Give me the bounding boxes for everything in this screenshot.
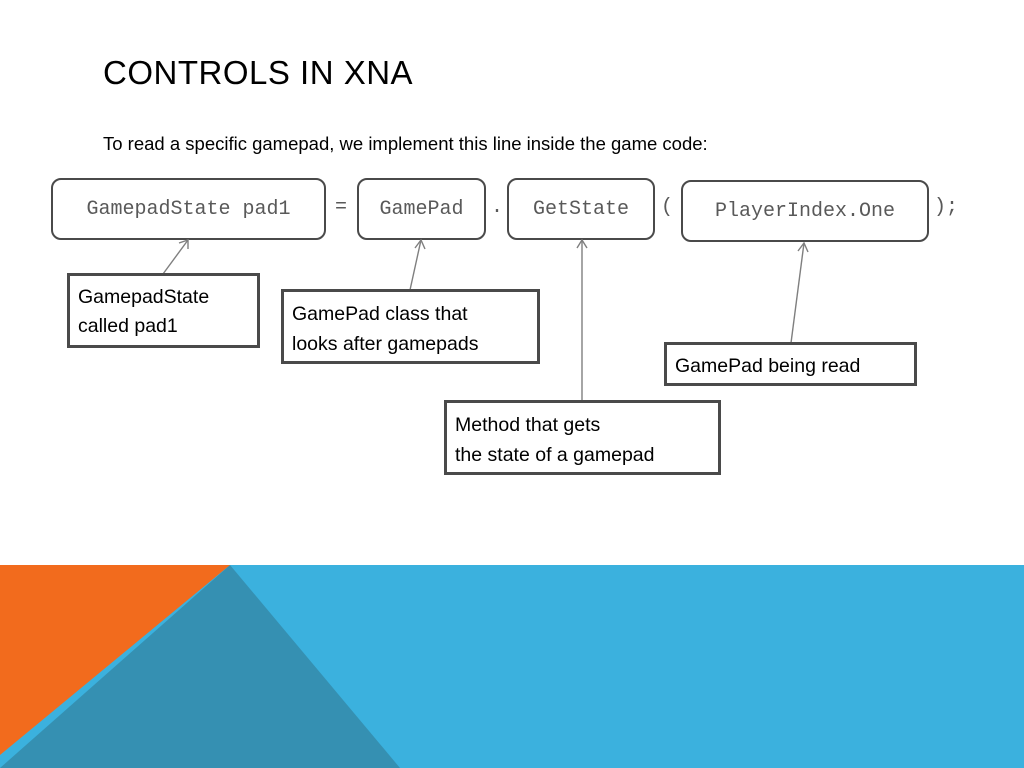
decorative-footer (0, 565, 1024, 768)
callout-class: GamePad class that looks after gamepads (281, 289, 540, 364)
arrowhead-declaration (178, 239, 189, 249)
callout-method-line2: the state of a gamepad (455, 444, 655, 466)
callout-method-line1: Method that gets (455, 414, 601, 436)
callout-method: Method that gets the state of a gamepad (444, 400, 721, 475)
callout-declaration: GamepadState called pad1 (67, 273, 260, 348)
slide-subtitle: To read a specific gamepad, we implement… (103, 133, 708, 154)
slide-title: CONTROLS IN XNA (103, 54, 414, 91)
code-argument-box: PlayerIndex.One (681, 180, 929, 242)
callout-argument: GamePad being read (664, 342, 917, 386)
code-open-paren: ( (661, 196, 674, 219)
arrow-class (409, 239, 422, 291)
code-equals: = (335, 196, 348, 219)
code-method-text: GetState (532, 197, 629, 221)
footer-orange-triangle (0, 565, 230, 755)
arrowhead-argument (797, 241, 809, 253)
code-class-box: GamePad (357, 178, 486, 240)
code-dot: . (491, 196, 504, 219)
arrow-declaration (162, 239, 189, 275)
arrowhead-class (414, 238, 426, 250)
code-method-box: GetState (507, 178, 655, 240)
callout-class-line1: GamePad class that (292, 303, 468, 325)
arrow-argument (790, 242, 805, 344)
callout-declaration-line1: GamepadState (78, 286, 210, 308)
callout-class-line2: looks after gamepads (292, 333, 479, 355)
callout-argument-line1: GamePad being read (675, 355, 861, 377)
code-declaration-text: GamepadState pad1 (86, 197, 291, 221)
code-class-text: GamePad (379, 197, 464, 221)
arrowhead-method (576, 238, 588, 249)
callout-declaration-line2: called pad1 (78, 315, 178, 337)
footer-dark-blue-triangle (0, 565, 400, 768)
code-close: ); (934, 196, 959, 219)
code-argument-text: PlayerIndex.One (714, 199, 896, 223)
code-declaration-box: GamepadState pad1 (51, 178, 326, 240)
